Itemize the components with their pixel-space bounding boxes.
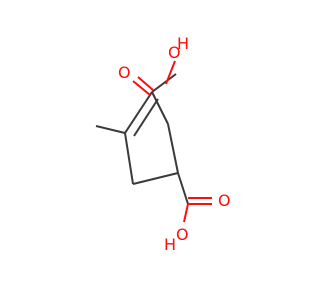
upper-oxo-double-bond [137,76,154,91]
ring-bond-c1-c2-double [133,98,159,137]
upper-hydroxyl-oxygen-label: O [168,43,181,62]
ring-bond-c3-c2 [124,132,134,185]
ring-bond-c5-c4 [167,123,179,174]
upper-oxo-oxygen-label: O [118,63,131,82]
lower-hydroxyl-bond [183,203,189,223]
structure-diagram: O O H O O H [95,34,231,254]
lower-carboxyl-bond [177,172,189,205]
ring-bond-c4-c3 [132,172,179,185]
upper-oxo-double-bond-2 [132,80,151,96]
lower-hydroxyl-hydrogen-label: H [164,235,176,254]
upper-hydroxyl-bond [165,60,176,85]
methyl-bond [95,125,126,134]
ring-bond-c1-c2 [124,91,153,134]
ring-bond-c1-c5 [151,91,169,125]
upper-hydroxyl-hydrogen-label: H [177,34,189,53]
lower-hydroxyl-oxygen-label: O [176,225,189,244]
upper-carboxyl-bond [151,73,177,93]
lower-oxo-oxygen-label: O [218,191,231,210]
